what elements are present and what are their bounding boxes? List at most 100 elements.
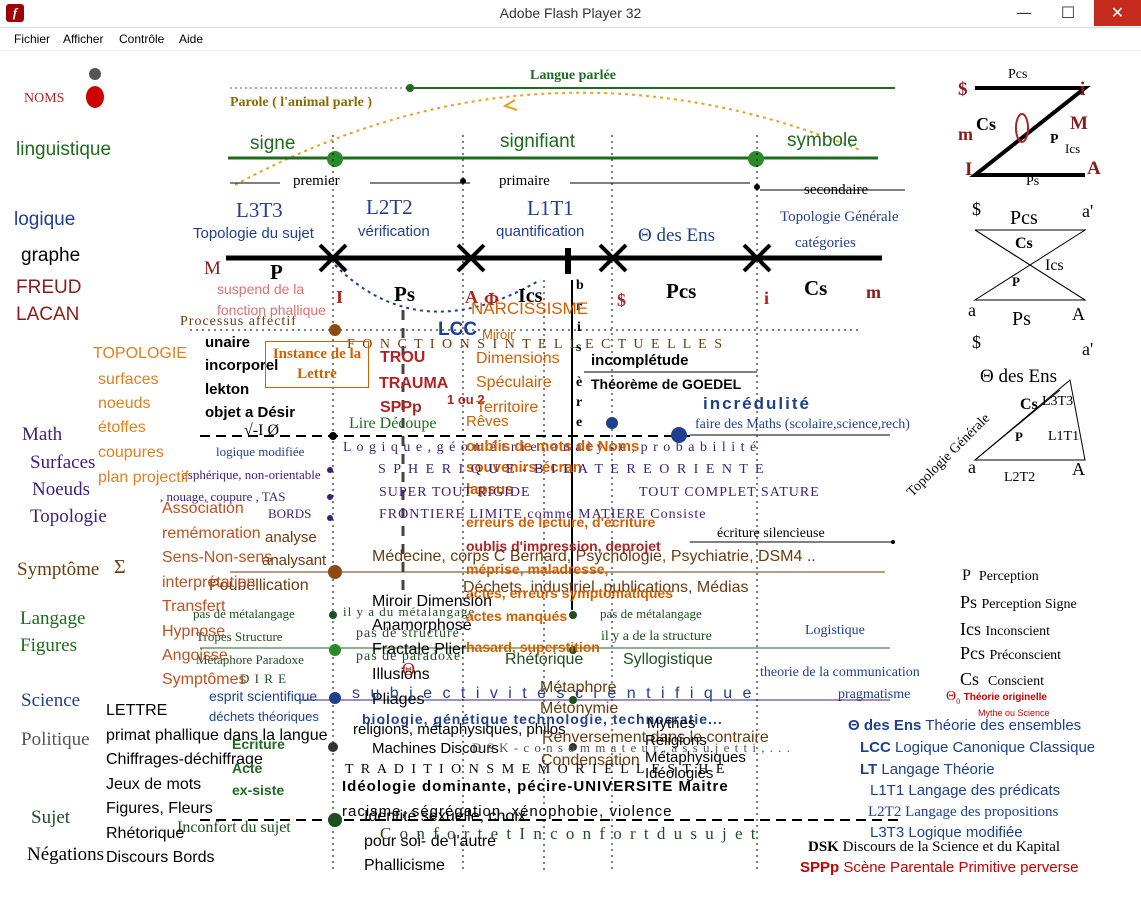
noeuds-topo-label: noeuds: [98, 395, 151, 412]
right-l3t3: L3T3: [1042, 394, 1074, 409]
legend-item: Cs Conscient: [960, 670, 1044, 689]
oublis-label: oublis de mots de Noms: [466, 438, 640, 455]
condensation-label: Condensation: [541, 752, 640, 769]
window-title: Adobe Flash Player 32: [499, 5, 642, 21]
confort-label: C o n f o r t e t I n c o n f o r t d u …: [380, 824, 758, 843]
suspend-label: suspend de la: [217, 281, 305, 297]
pas-meta-label: pas de métalangage: [193, 606, 295, 621]
legend-key: Ps: [960, 592, 978, 612]
incredulite-label: incrédulité: [703, 394, 811, 413]
logistique-label: Logistique: [805, 623, 865, 638]
hypnose-label: Hypnose: [162, 623, 226, 640]
axis-s: s: [576, 340, 582, 355]
discours-label: Discours Bords: [106, 849, 215, 866]
dsk-key: DSK: [808, 839, 839, 855]
right-I: I: [965, 159, 973, 180]
legend-lcc: LCC Logique Canonique Classique: [860, 740, 1095, 755]
coupures-label: coupures: [98, 444, 164, 461]
axis-m: m: [866, 282, 881, 302]
right-M: M: [1070, 113, 1088, 134]
dimensions-label: Dimensions: [476, 350, 560, 367]
legend-theta-ens: Θ des Ens Théorie des ensembles: [848, 718, 1081, 733]
right-s2: $: [972, 199, 981, 219]
figures-label: Figures: [20, 635, 77, 656]
legend-text: Conscient: [988, 674, 1045, 689]
ecriture-silencieuse-label: écriture silencieuse: [717, 526, 825, 541]
freud-label: FREUD: [16, 277, 82, 298]
signifiant-label: signifiant: [500, 131, 575, 152]
right-A2: A: [1072, 304, 1085, 324]
right-l1t1: L1T1: [1048, 429, 1080, 444]
trauma-label: TRAUMA: [379, 375, 449, 392]
menu-fichier[interactable]: Fichier: [14, 32, 51, 46]
menu-aide[interactable]: Aide: [179, 32, 204, 46]
right-p: P: [1050, 132, 1059, 147]
lcc-key: LCC: [860, 739, 891, 756]
menu-controle[interactable]: Contrôle: [119, 32, 165, 46]
esprit-label: esprit scientifique: [209, 688, 318, 704]
pragmatisme-label: pragmatisme: [838, 687, 911, 702]
etoffes-label: étoffes: [98, 419, 146, 436]
association-label: Association: [162, 500, 244, 517]
transfert-label: Transfert: [162, 598, 226, 615]
legend-l3t3: L3T3 Logique modifiée: [870, 824, 1023, 841]
legend-item: Ps Perception Signe: [960, 593, 1077, 612]
menu-afficher[interactable]: Afficher: [63, 32, 104, 46]
right-a: a: [968, 300, 976, 320]
metaphysiques-label: Métaphysiques: [645, 749, 746, 766]
ideologies-label: Idéologies: [645, 765, 714, 782]
parole-label: Parole ( l'animal parle ): [230, 95, 373, 110]
axis-I2: i: [764, 288, 770, 308]
traditions-label: T R A D I T I O N S M E M O R I E L L E …: [345, 762, 727, 777]
axis-P: P: [270, 260, 283, 284]
right-s-barre: $: [958, 79, 968, 100]
rhetorique-label: Rhétorique: [505, 651, 584, 668]
legend-text: Préconscient: [989, 648, 1062, 663]
flash-stage[interactable]: NOMS linguistique logique graphe FREUD L…: [0, 50, 1141, 903]
theorie-com-label: theorie de la communication: [760, 665, 920, 680]
phallicisme-label: Phallicisme: [364, 857, 445, 874]
close-button[interactable]: ✕: [1094, 0, 1141, 26]
axis-I1: I: [336, 287, 344, 307]
legend-key: Ics: [960, 619, 981, 639]
il-ya-structure-label: il y a de la structure: [601, 629, 712, 644]
quantification-label: quantification: [496, 223, 585, 240]
legend-text: Perception: [978, 569, 1039, 584]
trou-label: TROU: [380, 349, 426, 366]
axis-e: è: [576, 375, 583, 390]
legend-l2t2: L2T2 Langage des propositions: [868, 804, 1059, 820]
right-a2: a: [968, 457, 976, 477]
legend-key: P: [962, 567, 971, 584]
dsk-cons-label: D S K - c o n s o m m a t e u r , a s s …: [472, 740, 791, 755]
legend-theta0: Θ0 Théorie originelle: [946, 690, 1047, 706]
right-pcs2: Pcs: [1010, 207, 1038, 229]
renversement-label: Renversement dans le contraire: [542, 729, 769, 746]
topologie-sujet-label: Topologie du sujet: [193, 225, 314, 242]
sppp-text: Scène Parentale Primitive perverse: [843, 859, 1079, 876]
lapsus-label: lapsus: [466, 481, 514, 498]
politique-label: Politique: [21, 729, 90, 750]
legend-sppp: SPPp Scène Parentale Primitive perverse: [800, 860, 1078, 875]
aspherique-label: asphérique, non-orientable: [182, 467, 321, 482]
miroir-label: Miroir: [482, 327, 515, 342]
categories-label: catégories: [795, 235, 856, 251]
axis-Cs: Cs: [804, 276, 828, 300]
maximize-button[interactable]: ☐: [1060, 3, 1076, 22]
minimize-button[interactable]: —: [1016, 3, 1032, 22]
menu-bar: Fichier Afficher Contrôle Aide: [0, 28, 1141, 51]
flash-icon: f: [6, 4, 24, 22]
theta0-sub: 0: [956, 696, 961, 706]
l3t3-label: L3T3: [236, 198, 283, 222]
premier-label: premier: [293, 173, 340, 189]
ideologie-dom-label: Idéologie dominante, pécire-UNIVERSITE M…: [342, 778, 729, 795]
right-p2: P: [1012, 274, 1020, 289]
theta-zero-label: Θ: [402, 659, 415, 679]
mythes-label: Mythes: [647, 715, 696, 732]
erreurs-label: erreurs de lecture, d'écriture: [466, 514, 656, 530]
diagram-lines: [86, 68, 1091, 870]
title-bar: f Adobe Flash Player 32 — ☐ ✕: [0, 0, 1141, 28]
metaphore-label: Métaphore: [540, 679, 617, 696]
goedel-label: Théorème de GOEDEL: [591, 376, 742, 392]
right-theta-ens: Θ des Ens: [980, 366, 1058, 387]
lire-decoupe-label: Lire Découpe: [349, 415, 437, 432]
